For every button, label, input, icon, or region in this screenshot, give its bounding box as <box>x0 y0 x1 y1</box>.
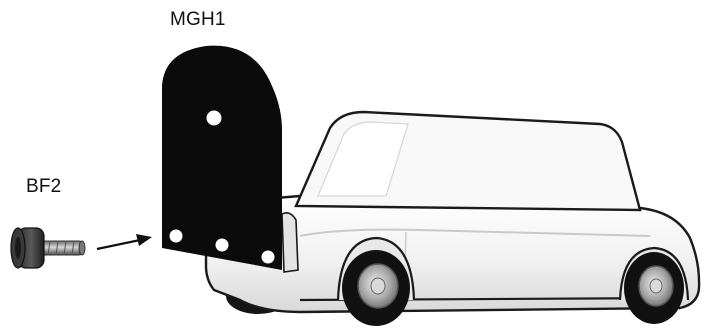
screw-bf2 <box>11 228 85 268</box>
screw-label: BF2 <box>26 176 61 198</box>
rear-hub-cap <box>650 279 662 293</box>
arrow-shaft <box>97 240 140 249</box>
arrow-head <box>136 234 152 246</box>
front-hub-cap <box>371 278 385 294</box>
bracket-hole-top <box>207 111 222 126</box>
insertion-arrow <box>97 234 152 249</box>
car-front-panel <box>282 213 298 272</box>
bracket-hole-bottom-middle <box>216 239 229 252</box>
bracket-mgh1 <box>162 46 282 270</box>
bracket-hole-bottom-right <box>262 251 275 264</box>
bracket-hole-bottom-left <box>170 230 183 243</box>
screw-thread <box>40 241 82 255</box>
bracket-label: MGH1 <box>170 9 226 31</box>
screw-tip <box>79 241 85 255</box>
